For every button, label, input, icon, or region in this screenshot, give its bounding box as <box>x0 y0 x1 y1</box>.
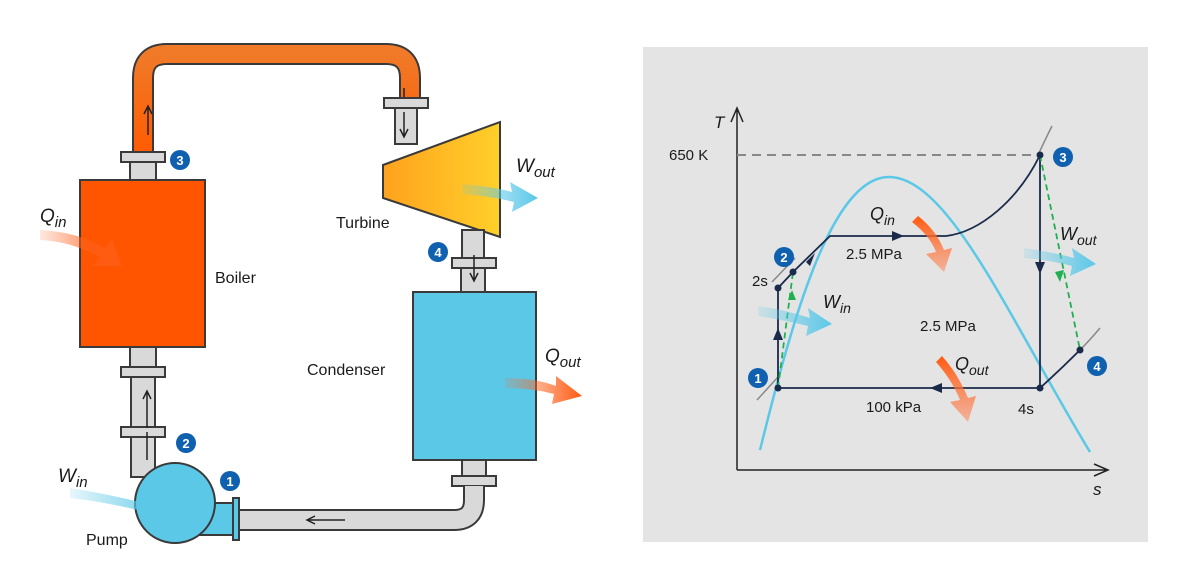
ts-w-in-arrow <box>758 306 832 336</box>
pressure-high-label-2: 2.5 MPa <box>920 318 977 335</box>
actual-expansion-line <box>1039 154 1081 351</box>
ts-panel <box>643 47 1148 542</box>
condenser-label: Condenser <box>307 362 386 379</box>
ts-arrow-down <box>1035 262 1045 274</box>
condenser <box>412 291 537 461</box>
state-badge-2: 2 <box>176 433 196 453</box>
cycle-process-path <box>777 154 1041 389</box>
s-axis-label: s <box>1093 480 1102 499</box>
svg-text:1: 1 <box>754 371 761 386</box>
svg-text:3: 3 <box>176 153 183 168</box>
state-4s-label: 4s <box>1018 401 1034 418</box>
svg-text:2: 2 <box>182 436 189 451</box>
ts-state-badge-2: 2 <box>774 247 794 267</box>
ts-w-in-label: Win <box>823 292 851 316</box>
ts-q-in-arrow <box>912 216 952 272</box>
w-out-label: Wout <box>516 156 556 181</box>
state-badge-3: 3 <box>170 150 190 170</box>
ts-w-out-label: Wout <box>1060 224 1098 248</box>
state-badge-1: 1 <box>220 471 240 491</box>
ts-arrow-right <box>892 231 904 241</box>
w-in-label: Win <box>58 466 88 491</box>
svg-text:4: 4 <box>1093 359 1101 374</box>
ts-state-badge-1: 1 <box>748 368 768 388</box>
pressure-high-label-1: 2.5 MPa <box>846 246 903 263</box>
saturation-dome <box>758 175 1092 453</box>
ts-q-out-label: Qout <box>955 354 990 378</box>
q-in-label: Qin <box>40 206 66 231</box>
steam-pipe <box>132 43 421 158</box>
ts-arrow-left <box>930 383 942 393</box>
w-out-arrow <box>462 182 538 212</box>
ts-arrow-up <box>773 328 783 340</box>
w-in-arrow <box>70 488 176 522</box>
ts-w-out-arrow <box>1024 248 1096 276</box>
flow-left-arrow <box>305 515 345 525</box>
s-axis <box>737 463 1110 477</box>
ts-state-badge-3: 3 <box>1053 147 1073 167</box>
ts-q-out-arrow <box>936 356 976 422</box>
t-axis <box>730 106 744 470</box>
ts-state-badge-4: 4 <box>1087 356 1107 376</box>
svg-text:4: 4 <box>434 245 442 260</box>
t-axis-label: T <box>714 113 726 132</box>
pump-label: Pump <box>86 532 128 549</box>
q-out-arrow <box>505 376 582 404</box>
q-out-label: Qout <box>545 346 581 371</box>
ts-diagram: T s 650 K <box>643 47 1148 542</box>
state-2s-label: 2s <box>752 273 768 290</box>
temperature-650k-label: 650 K <box>669 147 708 164</box>
ts-arrow-diag <box>806 253 815 266</box>
cycle-schematic: 3 4 2 1 Boiler Turbine Condenser Pump Qi… <box>40 43 582 549</box>
flow-up-arrow <box>143 104 153 135</box>
pressure-low-label: 100 kPa <box>866 399 922 416</box>
ts-q-in-label: Qin <box>870 204 895 228</box>
svg-text:2: 2 <box>780 250 787 265</box>
pump <box>134 462 216 544</box>
state-badge-4: 4 <box>428 242 448 262</box>
turbine <box>382 120 501 239</box>
q-in-arrow <box>40 230 122 266</box>
svg-text:1: 1 <box>226 474 233 489</box>
turbine-label: Turbine <box>336 215 390 232</box>
boiler-label: Boiler <box>215 270 257 287</box>
svg-text:3: 3 <box>1059 150 1066 165</box>
